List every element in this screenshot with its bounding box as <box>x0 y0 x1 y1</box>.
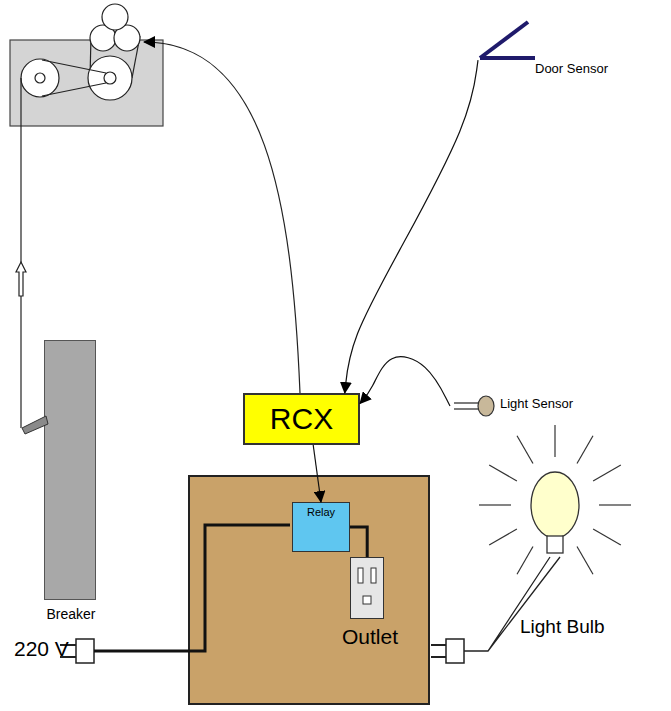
node-label: Breaker <box>40 606 102 622</box>
pull-direction-arrow <box>16 262 26 296</box>
enclosure-box: RelayOutlet <box>188 475 430 705</box>
node-label: RCX <box>270 402 333 437</box>
voltage-label: 220 V <box>14 637 69 661</box>
signal-arrow <box>360 357 450 406</box>
controller-box: RCX <box>243 393 360 445</box>
light-sensor: Light Sensor <box>450 392 600 420</box>
breaker-body <box>44 340 96 600</box>
mains-wire <box>94 525 290 651</box>
relay-box: Relay <box>292 502 350 552</box>
light-sensor-symbol <box>450 392 500 420</box>
mains-plug <box>60 639 94 663</box>
bulb-cord <box>464 557 560 651</box>
node-label: Outlet <box>342 625 420 649</box>
door-sensor-symbol <box>478 18 538 64</box>
node-label: Relay <box>293 506 349 519</box>
door-sensor: Door Sensor <box>478 18 618 80</box>
voltage-label-wrap: 220 V <box>14 637 69 661</box>
signal-arrow <box>345 60 478 393</box>
pulley-mechanism <box>10 4 163 126</box>
pull-string <box>20 78 21 428</box>
light-bulb-symbol <box>490 440 640 610</box>
node-label: Light Sensor <box>500 392 600 412</box>
outlet-socket <box>350 557 384 619</box>
node-label: Light Bulb <box>520 616 640 638</box>
outlet: Outlet <box>340 557 420 649</box>
breaker: Breaker <box>40 340 102 622</box>
breaker-handle <box>22 416 48 434</box>
motor-control-wire <box>144 42 300 393</box>
light-bulb: Light Bulb <box>490 440 640 638</box>
wire <box>350 527 367 557</box>
node-label: Door Sensor <box>535 62 618 77</box>
bulb-plug <box>431 639 464 663</box>
signal-arrow <box>313 445 321 502</box>
